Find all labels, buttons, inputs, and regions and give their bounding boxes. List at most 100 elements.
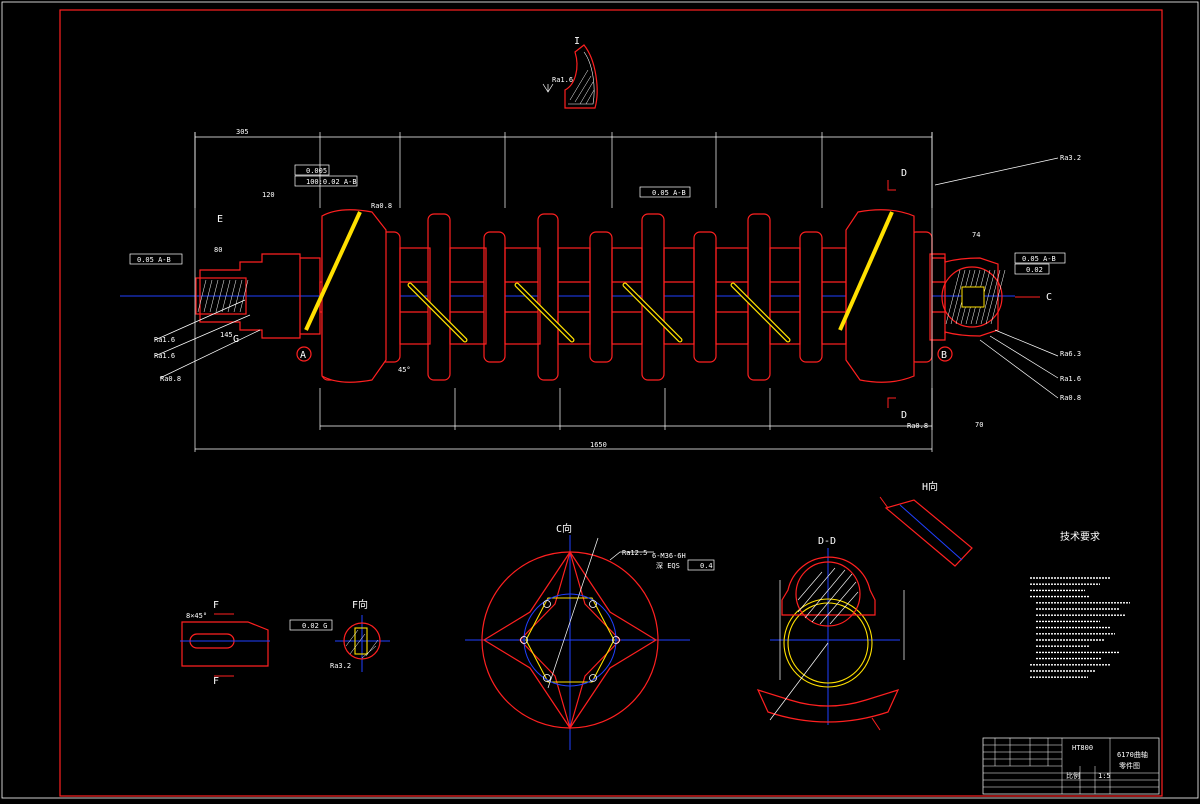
crank-web <box>427 213 451 381</box>
ra-top-right: Ra3.2 <box>1060 154 1081 162</box>
view-c-label: C向 <box>556 522 572 535</box>
view-c-depth: 深 EQS <box>656 561 680 570</box>
view-h-label: H向 <box>922 480 938 493</box>
arrow-c-label: C <box>1046 292 1052 303</box>
tech-req-lines <box>1030 577 1130 678</box>
crank-pin <box>399 247 431 345</box>
ra-left-1: Ra1.6 <box>154 336 175 344</box>
view-f-roughness: Ra3.2 <box>330 662 351 670</box>
title-line-1: 6170曲轴 <box>1117 750 1148 759</box>
crank-pin <box>557 247 591 345</box>
dim-step-80: 80 <box>214 246 222 254</box>
ra-left-2: Ra1.6 <box>154 352 175 360</box>
inner-border <box>59 9 1163 797</box>
view-c-holes: 6-M36-6H <box>652 552 686 560</box>
roughness-callouts: Ra1.6 Ra1.6 Ra0.8 Ra6.3 Ra1.6 Ra0.8 Ra3.… <box>154 154 1081 430</box>
crank-web <box>483 231 506 363</box>
datum-b: B <box>941 350 947 361</box>
tech-req-title: 技术要求 <box>1060 530 1100 543</box>
detail-i-roughness: Ra1.6 <box>552 76 573 84</box>
ra-right-2: Ra1.6 <box>1060 375 1081 383</box>
crank-web <box>747 213 771 381</box>
tol-symmetry-g: 0.02 G <box>302 622 327 630</box>
crank-web <box>693 231 717 363</box>
tol-flatness-right: 0.02 <box>1026 266 1043 274</box>
leader-line <box>159 329 261 379</box>
section-d-top: D <box>901 168 907 179</box>
drawing-number: HT800 <box>1072 744 1093 752</box>
dim-right-end: 70 <box>975 421 983 429</box>
tol-parallelism: 100:0.02 A-B <box>306 178 357 186</box>
crank-pin <box>504 247 541 345</box>
dim-step-120: 120 <box>262 191 275 199</box>
ra-journal-1: Ra0.8 <box>371 202 392 210</box>
tol-runout-left: 0.05 A-B <box>137 256 171 264</box>
left-keyway <box>195 277 247 315</box>
crank-web <box>641 213 665 381</box>
f-top-label: F <box>213 600 219 611</box>
crank-web-last <box>845 209 915 383</box>
left-shaft-end <box>199 253 301 339</box>
crank-web <box>537 213 559 381</box>
crank-pin <box>821 247 847 345</box>
technical-requirements: 技术要求 <box>1030 530 1130 678</box>
leader-line <box>934 157 1059 186</box>
view-c-roughness: Ra12.5 <box>622 549 647 557</box>
view-c: C向 Ra12.5 6-M36-6H 深 EQS 0.4 <box>465 522 715 750</box>
dim-right-top: 74 <box>972 231 980 239</box>
title-line-2: 零件图 <box>1119 761 1140 770</box>
crank-pin <box>449 247 487 345</box>
tol-position-ab: 0.05 A-B <box>652 189 686 197</box>
section-d-bottom: D <box>901 410 907 421</box>
tolerance-frames: 0.05 A-B 0.05 A-B 0.02 0.005 100:0.02 A-… <box>129 164 1066 275</box>
detail-i-view: I Ra1.6 <box>542 36 598 109</box>
dim-left-end: 305 <box>236 128 249 136</box>
view-c-position: 0.4 <box>700 562 713 570</box>
view-f-left: F F 8×45° <box>180 600 270 687</box>
scale-value: 1:5 <box>1098 772 1111 780</box>
view-f-right: F向 0.02 G Ra3.2 <box>289 598 390 672</box>
arrow-e-label: E <box>217 214 223 225</box>
crank-pin <box>715 247 749 345</box>
leader-line <box>154 299 246 341</box>
dim-overall-length: 1650 <box>590 441 607 449</box>
section-d-d: D-D <box>756 536 905 731</box>
datum-labels: A B G E D D C <box>217 168 1052 421</box>
leader-line <box>979 339 1059 399</box>
dd-hatching <box>797 567 859 625</box>
pin-chamfer: 8×45° <box>186 612 207 620</box>
ra-right-3: Ra0.8 <box>1060 394 1081 402</box>
crank-pin <box>769 247 801 345</box>
f-bottom-label: F <box>213 676 219 687</box>
view-h: H向 <box>879 480 973 567</box>
crank-web <box>589 231 613 363</box>
chamfer-note: 45° <box>398 366 411 374</box>
tol-cylindricity: 0.005 <box>306 167 327 175</box>
scale-label: 比例 <box>1066 771 1080 780</box>
crank-web <box>799 231 823 363</box>
dim-step-145: 145 <box>220 331 233 339</box>
crank-pin <box>663 247 695 345</box>
right-flange <box>929 253 999 341</box>
leader-line <box>994 329 1059 357</box>
crank-web-first <box>321 209 387 383</box>
ra-right-1: Ra6.3 <box>1060 350 1081 358</box>
detail-i-label: I <box>574 36 580 47</box>
view-f-label: F向 <box>352 598 368 611</box>
crank-pin <box>611 247 643 345</box>
main-journal-outline <box>300 257 946 313</box>
datum-a: A <box>300 350 306 361</box>
top-dimension-chain: 305 1650 70 74 120 80 145 <box>194 128 983 452</box>
tol-runout-right: 0.05 A-B <box>1022 255 1056 263</box>
leader-line <box>989 335 1059 379</box>
left-keyway-hatching <box>197 279 249 313</box>
ra-bottom-1: Ra0.8 <box>907 422 928 430</box>
datum-g: G <box>233 334 239 345</box>
title-block[interactable]: HT800 6170曲轴 零件图 比例 1:5 <box>982 737 1160 795</box>
section-dd-label: D-D <box>818 536 836 547</box>
ra-left-3: Ra0.8 <box>160 375 181 383</box>
crankshaft-main-view <box>120 132 1059 430</box>
